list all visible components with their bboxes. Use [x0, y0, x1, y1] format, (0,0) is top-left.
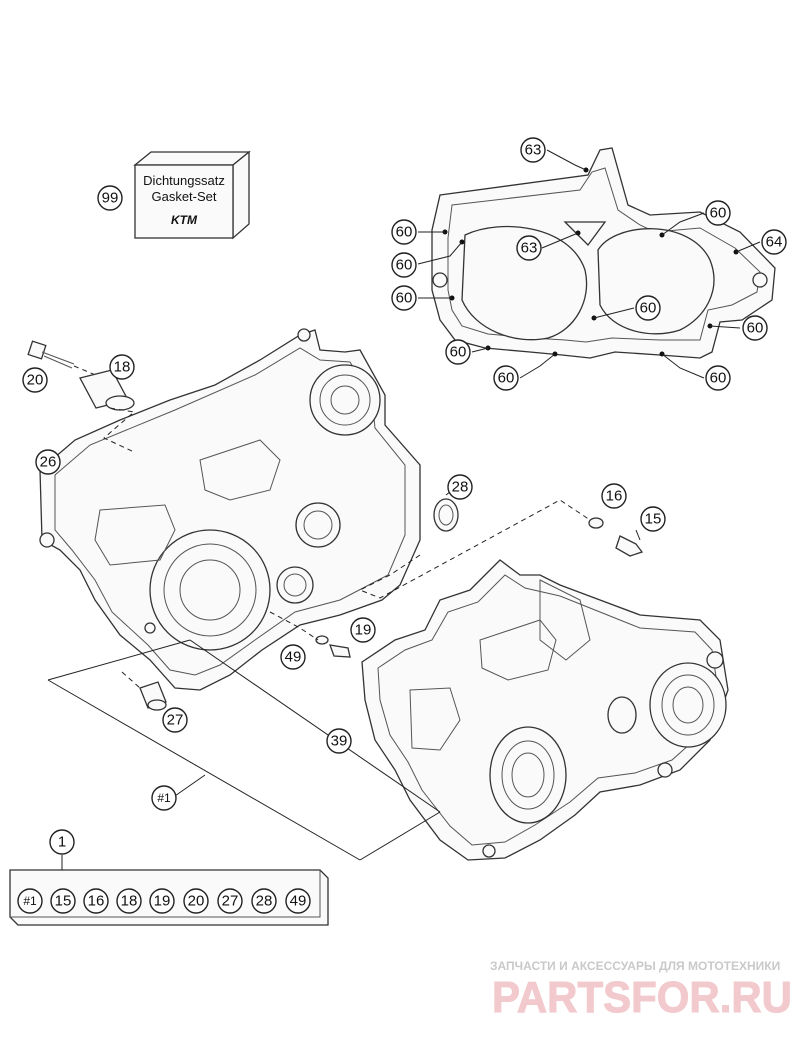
svg-text:26: 26 — [40, 454, 57, 471]
kit-item-16: 16 — [83, 888, 109, 914]
gasket-set-box: Dichtungssatz Gasket-Set KTM — [133, 150, 251, 240]
svg-text:63: 63 — [521, 240, 538, 257]
kit-item-sub1: #1 — [17, 888, 43, 914]
callout-60-mid-left: 60 — [391, 252, 417, 278]
callout-15: 15 — [640, 506, 666, 532]
kit-item-15: 15 — [50, 888, 76, 914]
callout-28: 28 — [447, 474, 473, 500]
svg-text:#1: #1 — [23, 894, 37, 908]
callout-19: 19 — [350, 617, 376, 643]
screw-19 — [329, 644, 351, 658]
callout-60-right: 60 — [742, 315, 768, 341]
svg-text:60: 60 — [396, 290, 413, 307]
dowel-27 — [121, 671, 167, 711]
callout-63-outer: 63 — [520, 137, 546, 163]
callout-sub-1: #1 — [151, 785, 177, 811]
svg-text:60: 60 — [640, 300, 657, 317]
svg-text:60: 60 — [710, 370, 727, 387]
watermark-logo: PARTSFOR.RU — [492, 973, 792, 1022]
svg-text:60: 60 — [396, 224, 413, 241]
svg-text:49: 49 — [285, 649, 302, 666]
svg-text:28: 28 — [452, 479, 469, 496]
callout-99: 99 — [97, 185, 123, 211]
svg-text:19: 19 — [154, 893, 171, 910]
svg-text:15: 15 — [645, 511, 662, 528]
svg-text:60: 60 — [710, 205, 727, 222]
svg-text:18: 18 — [114, 359, 131, 376]
kit-item-27: 27 — [217, 888, 243, 914]
callout-60-bottom-right: 60 — [705, 365, 731, 391]
callout-39: 39 — [326, 728, 352, 754]
svg-text:60: 60 — [450, 344, 467, 361]
svg-text:60: 60 — [396, 257, 413, 274]
kit-item-20: 20 — [183, 888, 209, 914]
callout-63-inner: 63 — [516, 235, 542, 261]
callout-1: 1 — [49, 829, 75, 855]
callout-64: 64 — [761, 229, 787, 255]
callout-18: 18 — [109, 354, 135, 380]
bolt-20 — [27, 340, 99, 377]
sleeve-18 — [79, 369, 136, 453]
callout-60-bottom-left: 60 — [445, 339, 471, 365]
svg-text:60: 60 — [747, 320, 764, 337]
callout-60-center: 60 — [635, 295, 661, 321]
washer-16 — [588, 517, 604, 529]
callout-60-top-right: 60 — [705, 200, 731, 226]
svg-text:64: 64 — [766, 234, 783, 251]
screw-15 — [615, 529, 644, 557]
kit-item-28: 28 — [251, 888, 277, 914]
kit-item-18: 18 — [116, 888, 142, 914]
right-crankcase — [361, 559, 729, 861]
callout-27: 27 — [162, 707, 188, 733]
kit-item-19: 19 — [149, 888, 175, 914]
callout-60-bottom: 60 — [493, 365, 519, 391]
svg-text:99: 99 — [102, 190, 119, 207]
callout-49: 49 — [280, 644, 306, 670]
svg-text:60: 60 — [498, 370, 515, 387]
seal-49 — [315, 635, 329, 645]
svg-text:20: 20 — [27, 372, 44, 389]
left-crankcase — [39, 328, 421, 691]
svg-text:49: 49 — [290, 893, 307, 910]
kit-item-49: 49 — [285, 888, 311, 914]
ktm-logo: KTM — [171, 213, 198, 227]
callout-16: 16 — [601, 483, 627, 509]
svg-text:63: 63 — [525, 142, 542, 159]
svg-text:39: 39 — [331, 733, 348, 750]
svg-text:27: 27 — [222, 893, 239, 910]
svg-text:#1: #1 — [157, 791, 171, 805]
watermark-tagline: ЗАПЧАСТИ И АКСЕССУАРЫ ДЛЯ МОТОТЕХНИКИ — [490, 959, 780, 973]
svg-text:27: 27 — [167, 712, 184, 729]
gasket-box-line1: Dichtungssatz — [143, 173, 225, 188]
svg-text:18: 18 — [121, 893, 138, 910]
clutch-cover-gasket — [417, 147, 776, 379]
svg-text:15: 15 — [55, 893, 72, 910]
gasket-box-line2: Gasket-Set — [151, 189, 216, 204]
svg-text:28: 28 — [256, 893, 273, 910]
svg-text:1: 1 — [58, 834, 66, 851]
callout-60-top-left: 60 — [391, 219, 417, 245]
svg-text:16: 16 — [88, 893, 105, 910]
svg-text:16: 16 — [606, 488, 623, 505]
svg-text:20: 20 — [188, 893, 205, 910]
callout-20: 20 — [22, 367, 48, 393]
callout-60-low-left: 60 — [391, 285, 417, 311]
callout-26: 26 — [35, 449, 61, 475]
svg-text:19: 19 — [355, 622, 372, 639]
